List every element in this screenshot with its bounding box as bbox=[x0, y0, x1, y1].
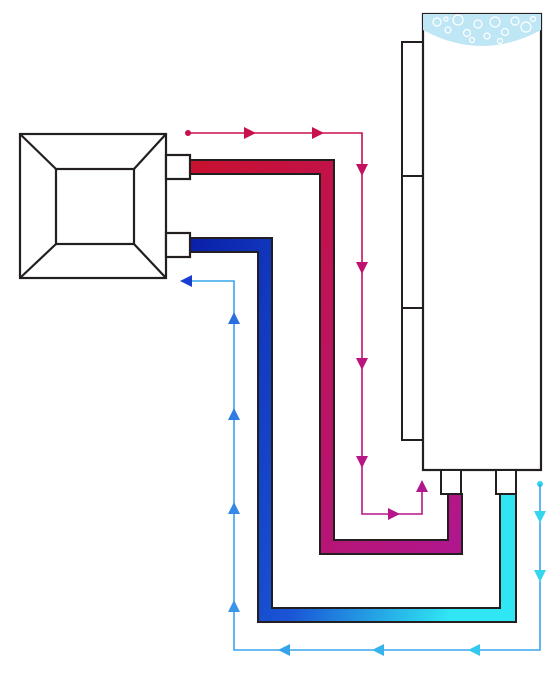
water-surface bbox=[423, 14, 541, 46]
arrow-right-icon bbox=[388, 508, 400, 520]
arrow-left-icon bbox=[278, 644, 290, 656]
arrow-down-icon bbox=[534, 570, 546, 582]
arrow-left-icon bbox=[468, 644, 480, 656]
arrow-down-icon bbox=[356, 262, 368, 274]
arrow-down-icon bbox=[356, 358, 368, 370]
cool-inlet-port bbox=[164, 231, 192, 259]
radiator-icon bbox=[401, 41, 424, 441]
cool-flow-indicator bbox=[180, 275, 546, 656]
water-tank-icon bbox=[421, 12, 543, 495]
pump-block-icon bbox=[18, 132, 192, 280]
arrow-up-icon bbox=[416, 480, 428, 492]
arrow-down-icon bbox=[356, 164, 368, 176]
arrow-left-icon bbox=[180, 275, 192, 287]
arrow-up-icon bbox=[228, 312, 240, 324]
hot-outlet-port bbox=[164, 153, 192, 181]
arrow-up-icon bbox=[228, 600, 240, 612]
hot-flow-indicator bbox=[185, 127, 428, 520]
arrow-down-icon bbox=[356, 456, 368, 468]
arrow-right-icon bbox=[244, 127, 256, 139]
arrow-left-icon bbox=[372, 644, 384, 656]
arrow-up-icon bbox=[228, 502, 240, 514]
arrow-right-icon bbox=[312, 127, 324, 139]
arrow-up-icon bbox=[228, 408, 240, 420]
arrow-down-icon bbox=[534, 511, 546, 523]
